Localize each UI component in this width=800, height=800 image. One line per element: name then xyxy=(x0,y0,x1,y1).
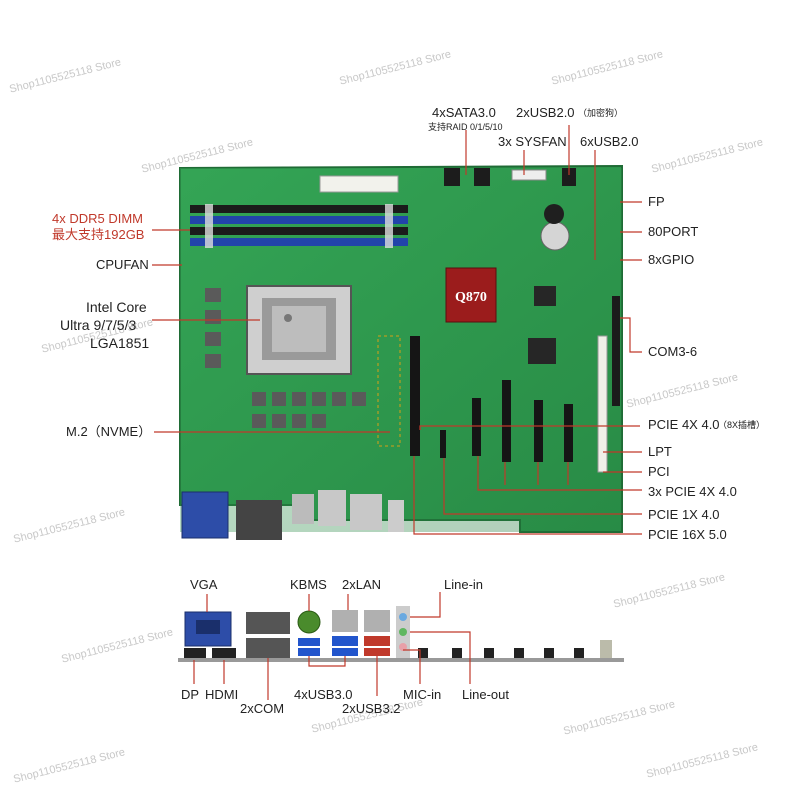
dimm-slots xyxy=(190,204,408,248)
pcie-slots xyxy=(410,335,608,473)
lan-label: 2xLAN xyxy=(342,577,382,592)
usb2-header xyxy=(562,168,576,186)
pcie4x3-label: 3x PCIE 4X 4.0 xyxy=(648,484,737,499)
fp-label: FP xyxy=(648,194,665,209)
cpu-label-line3: LGA1851 xyxy=(90,335,150,351)
cpufan-label: CPUFAN xyxy=(96,257,149,272)
ddr5-label-line1: 4x DDR5 DIMM xyxy=(52,211,144,226)
micin-label: MIC-in xyxy=(403,687,442,702)
hdmi-label: HDMI xyxy=(205,687,239,702)
kbms-label: KBMS xyxy=(290,577,327,592)
port80-label: 80PORT xyxy=(648,224,699,239)
super-io-chip xyxy=(528,338,556,364)
cpu-label-line2: Ultra 9/7/5/3 xyxy=(60,317,137,333)
buzzer xyxy=(544,204,564,224)
sata-port xyxy=(444,168,460,186)
usb32-label: 2xUSB3.2 xyxy=(342,701,401,716)
linein-label: Line-in xyxy=(444,577,484,592)
sata-port xyxy=(474,168,490,186)
lineout-label: Line-out xyxy=(462,687,509,702)
usb30-label: 4xUSB3.0 xyxy=(294,687,353,702)
gpio-label: 8xGPIO xyxy=(648,252,695,267)
pcie1x-label: PCIE 1X 4.0 xyxy=(648,507,720,522)
vga-label: VGA xyxy=(190,577,218,592)
dongle-label: （加密狗） xyxy=(578,108,624,118)
pcie4x-label: PCIE 4X 4.0 xyxy=(648,417,720,432)
cmos-battery xyxy=(540,221,570,251)
m2-label: M.2（NVME） xyxy=(66,424,152,439)
atx-power-connector xyxy=(319,175,399,193)
ddr5-label-line2: 最大支持192GB xyxy=(52,227,145,242)
vrm-components xyxy=(205,288,366,428)
cpu-label-line1: Intel Core xyxy=(86,299,147,315)
pci-label: PCI xyxy=(648,464,670,479)
usb2-six-label: 6xUSB2.0 xyxy=(580,134,639,149)
rear-io-topview xyxy=(181,490,404,540)
pcie16x-label: PCIE 16X 5.0 xyxy=(648,527,727,542)
com-label: COM3-6 xyxy=(648,344,698,359)
chipset-heatsink: Q870 xyxy=(445,267,497,323)
rear-io-panel xyxy=(178,606,624,662)
usb2-top-label: 2xUSB2.0 xyxy=(516,105,575,120)
sysfan-headers xyxy=(511,169,547,181)
com-headers xyxy=(612,296,620,406)
raid-label: 支持RAID 0/1/5/10 xyxy=(428,122,503,132)
pcie4x-note-label: （8X插槽） xyxy=(718,420,766,430)
io-chip xyxy=(534,286,556,306)
chipset-label: Q870 xyxy=(455,290,487,305)
io-callout-lines xyxy=(193,592,471,700)
callout-lines xyxy=(152,125,642,535)
dp-label: DP xyxy=(181,687,200,702)
lpt-label: LPT xyxy=(648,444,672,459)
sysfan-label: 3x SYSFAN xyxy=(498,134,567,149)
com2-label: 2xCOM xyxy=(240,701,285,716)
cpu-socket xyxy=(246,285,352,375)
sata-label: 4xSATA3.0 xyxy=(432,105,496,120)
